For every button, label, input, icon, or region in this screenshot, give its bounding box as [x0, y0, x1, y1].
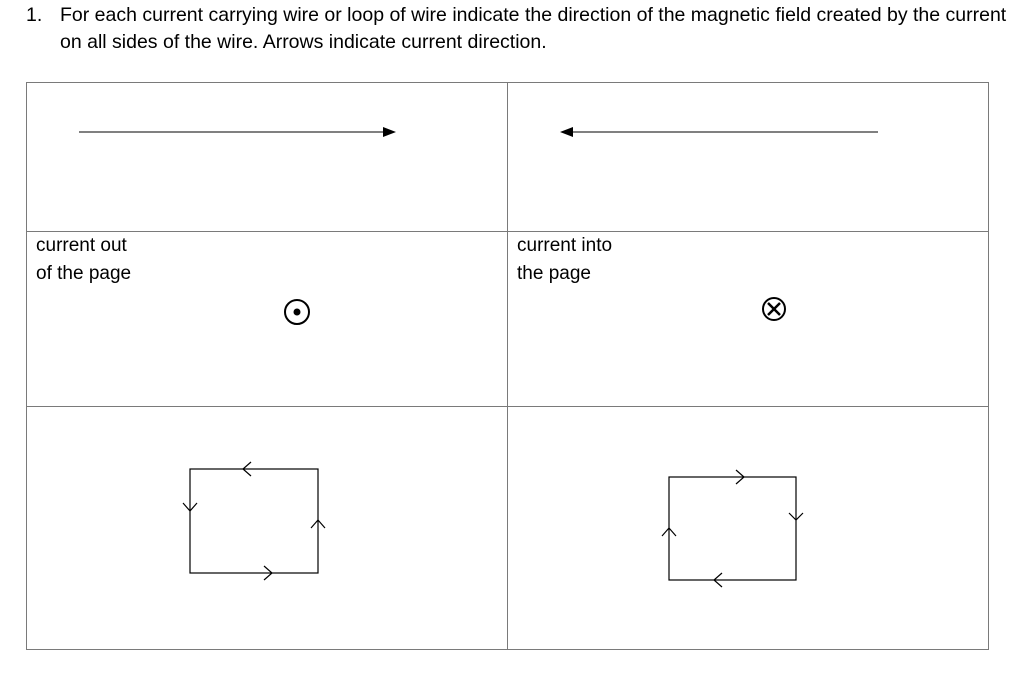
arrow-left-icon [242, 461, 252, 477]
cell-loop-left [27, 407, 507, 650]
wire-loop [668, 476, 797, 581]
wire-loop [189, 468, 319, 574]
cell-wire-right [27, 83, 507, 231]
arrow-down-icon [182, 502, 198, 512]
diagram-table: current out of the page current into the… [26, 82, 989, 650]
cell-current-in: current into the page [507, 232, 989, 406]
table-column-divider [507, 83, 508, 649]
dot-in-circle-icon [284, 299, 310, 325]
arrow-left-icon [560, 127, 573, 137]
x-mark-icon [767, 302, 781, 316]
cell-current-out: current out of the page [27, 232, 507, 406]
arrow-left-icon [713, 572, 723, 588]
current-in-figure [762, 297, 786, 321]
arrow-up-icon [310, 519, 326, 529]
current-in-label: current into the page [517, 235, 613, 284]
arrow-right-icon [383, 127, 396, 137]
current-out-figure [284, 299, 310, 325]
wire-right-figure [79, 127, 396, 137]
arrow-right-icon [263, 565, 273, 581]
question: 1. For each current carrying wire or loo… [26, 2, 1016, 56]
arrow-right-icon [735, 469, 745, 485]
cell-loop-right [507, 407, 989, 650]
arrow-down-icon [788, 512, 804, 521]
x-in-circle-icon [762, 297, 786, 321]
loop-left-figure [182, 461, 326, 581]
dot-icon [293, 308, 301, 316]
question-number: 1. [26, 4, 43, 26]
current-out-label: current out of the page [36, 235, 132, 284]
arrow-up-icon [661, 527, 677, 537]
cell-wire-left [507, 83, 989, 231]
wire-left-figure [560, 127, 878, 137]
question-text: For each current carrying wire or loop o… [60, 4, 1007, 53]
loop-right-figure [661, 469, 804, 588]
